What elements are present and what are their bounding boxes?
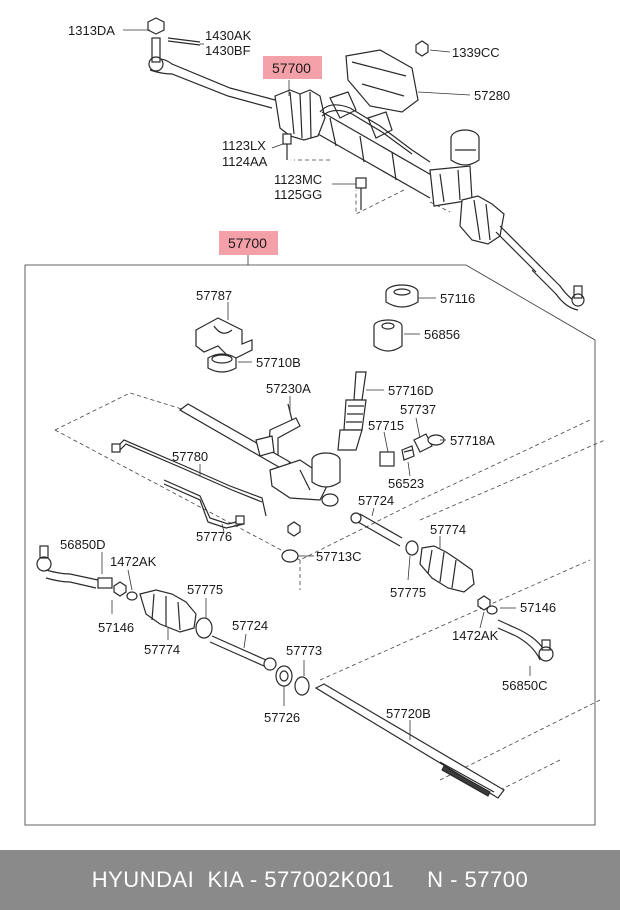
callout-1124AA: 1124AA	[222, 154, 268, 169]
callout-57724-right: 57724	[358, 493, 394, 508]
callout-1472AK-right: 1472AK	[452, 628, 499, 643]
callout-57713C: 57713C	[316, 549, 362, 564]
callout-57230A: 57230A	[266, 381, 311, 396]
callout-57774-left: 57774	[144, 642, 180, 657]
callout-57775-left: 57775	[187, 582, 223, 597]
callout-57774-right: 57774	[430, 522, 466, 537]
inner-tie-rod-left	[209, 635, 277, 671]
inner-tie-rod-right	[350, 512, 419, 556]
callout-1339CC: 1339CC	[452, 45, 500, 60]
callout-57724-left: 57724	[232, 618, 268, 633]
callout-57116: 57116	[440, 291, 475, 306]
boot-left	[139, 589, 213, 639]
callout-57146-left: 57146	[98, 620, 134, 635]
top-leader-lines	[123, 29, 471, 185]
callout-57146-right: 57146	[520, 600, 556, 615]
callout-57787: 57787	[196, 288, 232, 303]
callout-56850C: 56850C	[502, 678, 548, 693]
exploded-view-frame	[24, 264, 596, 826]
housing-dashed-outline	[54, 392, 606, 791]
callout-57718A: 57718A	[450, 433, 495, 448]
parts-diagram: 1313DA 1430AK 1430BF 57700 1339CC 57280 …	[24, 17, 606, 826]
highlight-57700-top	[263, 56, 322, 79]
tie-rod-end-right	[477, 595, 554, 662]
callout-57775-right: 57775	[390, 585, 426, 600]
callout-57716D: 57716D	[388, 383, 434, 398]
fluid-pipes	[111, 439, 267, 529]
part-number-footer: HYUNDAI KIA - 577002K001 N - 57700	[0, 850, 620, 910]
callout-56850D: 56850D	[60, 537, 106, 552]
callout-57780: 57780	[172, 449, 208, 464]
callout-1313DA: 1313DA	[68, 23, 115, 38]
callout-57720B: 57720B	[386, 706, 431, 721]
callout-1430BF: 1430BF	[205, 43, 251, 58]
yoke-parts	[379, 433, 445, 467]
callout-56856: 56856	[424, 327, 460, 342]
steering-gear-assembly-drawing	[147, 17, 585, 311]
callout-57715: 57715	[368, 418, 404, 433]
exploded-leader-lines	[101, 297, 531, 740]
footer-part-text: HYUNDAI KIA - 577002K001 N - 57700	[91, 867, 529, 892]
callout-57700-box: 57700	[228, 235, 267, 251]
callout-57776: 57776	[196, 529, 232, 544]
callout-1472AK-left: 1472AK	[110, 554, 157, 569]
callout-57700-top: 57700	[272, 60, 311, 76]
callout-1125GG: 1125GG	[274, 187, 322, 202]
tie-rod-end-left	[36, 545, 138, 601]
rack-bar-57720B	[314, 683, 505, 799]
seals-57116-56856	[373, 284, 419, 352]
bushing-57710B	[207, 353, 237, 373]
callout-57773: 57773	[286, 643, 322, 658]
boot-right	[419, 545, 475, 593]
callout-1430AK: 1430AK	[205, 28, 252, 43]
callout-56523: 56523	[388, 476, 424, 491]
clamp-57787	[195, 317, 253, 361]
valve-housing	[281, 452, 341, 563]
callout-57710B: 57710B	[256, 355, 301, 370]
callout-57726: 57726	[264, 710, 300, 725]
pinion-shaft-57716D	[337, 371, 367, 451]
callout-1123MC: 1123MC	[274, 172, 322, 187]
callout-1123LX: 1123LX	[222, 138, 266, 153]
seal-57726-oring-57773	[275, 665, 310, 696]
callout-57280: 57280	[474, 88, 510, 103]
highlight-57700-box	[219, 231, 278, 255]
callout-57737: 57737	[400, 402, 436, 417]
